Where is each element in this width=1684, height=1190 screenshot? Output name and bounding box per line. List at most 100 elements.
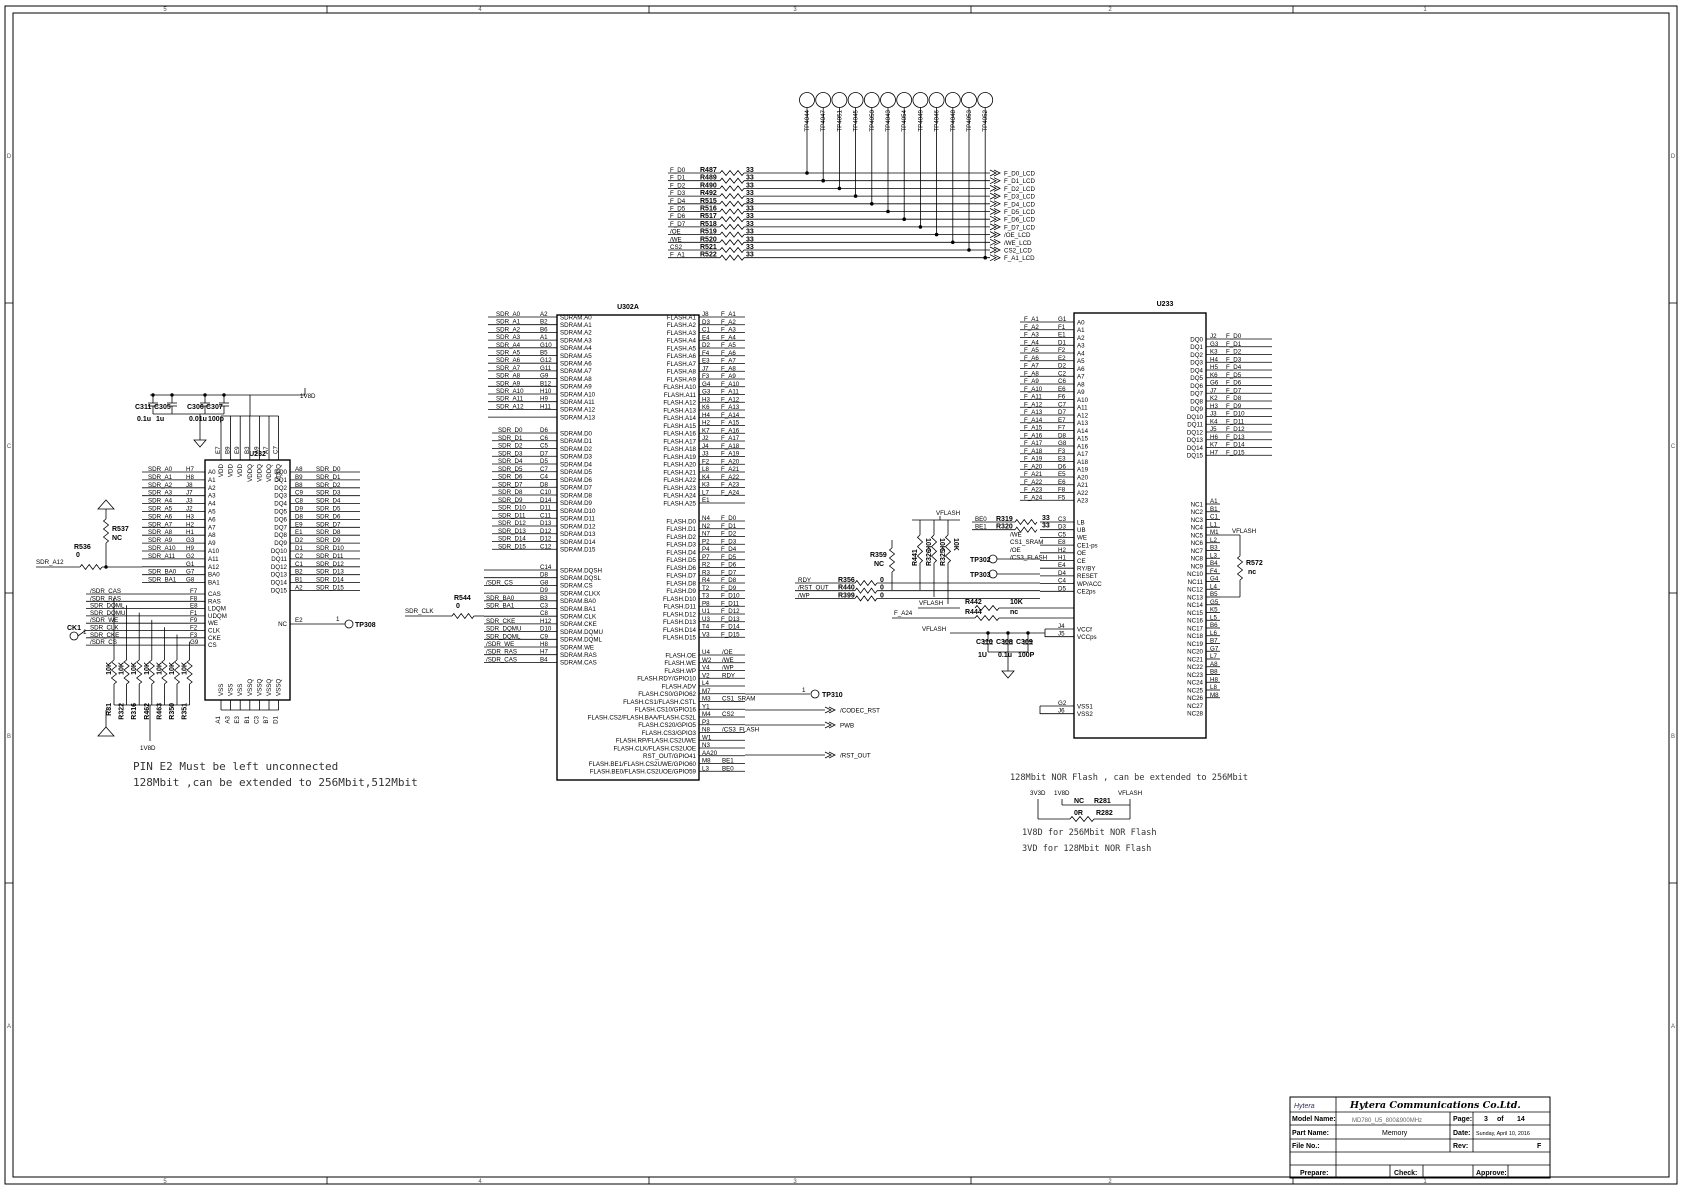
u232-ctrl-net: SDR_DQMU (90, 610, 125, 617)
u302a-sdr-data-net: SDR_D5 (498, 466, 523, 473)
u302a-sdr-ctrl-net: /SDR_WE (486, 641, 514, 648)
lcd-offpage-arrow (989, 185, 1001, 192)
u302a-sdr-data-pin-num: C10 (540, 489, 552, 496)
lcd-in-net: F_D5 (670, 206, 686, 213)
testpoint-tp4048 (944, 92, 961, 108)
lcd-out-net: F_D7_LCD (1004, 224, 1035, 231)
u233-body (1073, 312, 1207, 739)
r536-ref: R536 (74, 544, 91, 551)
u302a-flash-addr-pin-num: K4 (702, 474, 710, 481)
u233-addr-pin-num: E5 (1058, 471, 1066, 478)
pullup-value: 10K (144, 662, 151, 675)
u302a-sdr-data-net: SDR_D10 (498, 505, 526, 512)
u302a-flash-ctrl-net: /WP (722, 665, 734, 672)
u233-addr-pin-name: A12 (1077, 412, 1089, 419)
lcd-resistor-value: 33 (746, 229, 754, 236)
u233-addr-pin-name: A15 (1077, 436, 1089, 443)
u233-data-pin-name: DQ5 (1190, 375, 1203, 382)
u233-addr-net: F_A16 (1024, 432, 1043, 439)
u233-addr-net: F_A12 (1024, 401, 1043, 408)
testpoint-tp4054 (896, 92, 913, 108)
u302a-sdr-data-pin-num: D11 (540, 505, 551, 512)
u302a-flash-addr-net: F_A14 (721, 412, 740, 419)
u233-nc-pin-name: NC11 (1188, 579, 1204, 586)
rdy-row-resistor (854, 587, 878, 594)
lcd-resistor-value: 33 (746, 244, 754, 251)
u233-addr-net: F_A8 (1024, 370, 1039, 377)
lcd-resistor (719, 216, 745, 223)
u232-vss-pin-num: B7 (263, 715, 270, 723)
u302a-sdr-data-pin-num: C6 (540, 435, 548, 442)
flash-pullup-resistor (930, 534, 938, 564)
approve-label: Approve: (1476, 1170, 1507, 1177)
u302a-flash-ctrl-pin-num: L4 (702, 680, 709, 687)
testpoint-label-tp4043: TP4043 (885, 109, 892, 131)
r572-value: nc (1248, 569, 1256, 576)
lcd-in-net: F_D0 (670, 167, 686, 174)
rdy-row-ref: R356 (838, 577, 855, 584)
u232-ctrl-pin-name: CLK (208, 628, 221, 635)
u302a-sdr-ctrl-pin-name: SDRAM.DQSH (560, 567, 602, 574)
testpoint-tp4052 (977, 92, 994, 108)
vflash-net-pullups: VFLASH (936, 510, 960, 517)
u302a-sdr-data-pin-num: C4 (540, 474, 548, 481)
u302a-sdr-addr-net: SDR_A7 (496, 365, 521, 372)
u233-data-pin-name: DQ7 (1190, 391, 1203, 398)
u233-data-pin-name: DQ3 (1190, 360, 1203, 367)
u232-vss-pin-num: A3 (225, 715, 232, 723)
u233-vss-pin-num: G2 (1058, 700, 1067, 707)
u233-ctrl-pin-num: C3 (1058, 516, 1066, 523)
u232-addr-net: SDR_A0 (148, 466, 173, 473)
pullup-resistor (148, 659, 155, 685)
u302a-flash-data-pin-name: FLASH.D4 (666, 549, 696, 556)
r359-resistor (888, 547, 896, 573)
u232-ctrl-pin-num: F9 (190, 617, 198, 624)
u232-data-pin-num: C9 (295, 490, 303, 497)
u302a-flash-addr-net: F_A3 (721, 327, 736, 334)
offpage-out-net: PWB (840, 723, 854, 730)
u302a-sdr-ctrl-net: SDR_BA0 (486, 595, 515, 602)
u302a-flash-data-pin-num: P7 (702, 554, 710, 561)
u233-ctrl-pin-name: WE (1077, 535, 1087, 542)
u232-addr-pin-num: H2 (186, 521, 194, 528)
title-block: Hytera Hytera Communications Co.Ltd. Mod… (1289, 1096, 1551, 1179)
u302a-flash-data-net: F_D3 (721, 538, 737, 545)
u233-nc-pin-name: NC12 (1187, 587, 1203, 594)
u302a-flash-data-net: F_D9 (721, 585, 737, 592)
u302a-sdr-addr-pin-num: H11 (540, 403, 551, 410)
u232-nc-pin-num: E2 (295, 617, 303, 624)
u232-addr-pin-name: A7 (208, 524, 216, 531)
u302a-flash-addr-pin-num: L8 (702, 466, 709, 473)
u233-ctrl-resistor-ref: R319 (996, 516, 1013, 523)
pullup-ref: R462 (144, 703, 151, 720)
u302a-flash-data-pin-num: T3 (702, 593, 710, 600)
r544-ref: R544 (454, 595, 471, 602)
u302a-sdr-ctrl-pin-name: SDRAM.RAS (560, 652, 597, 659)
u232-addr-pin-name: A4 (208, 501, 216, 508)
u233-data-pin-num: H6 (1210, 434, 1218, 441)
u302a-flash-ctrl-pin-name: FLASH.CS10/GPIO16 (635, 707, 697, 714)
u233-addr-pin-num: C7 (1058, 401, 1066, 408)
lcd-out-net: F_D3_LCD (1004, 194, 1035, 201)
u232-ctrl-net: /SDR_CAS (90, 588, 121, 595)
tp308-testpoint (344, 619, 354, 629)
u302a-flash-addr-pin-num: D2 (702, 342, 710, 349)
u302a-sdr-data-pin-num: D7 (540, 450, 548, 457)
u302a-flash-addr-pin-num: K6 (702, 404, 710, 411)
u302a-sdr-ctrl-pin-name: SDRAM.DQMU (560, 629, 603, 636)
lcd-in-net: F_D3 (670, 190, 686, 197)
u233-addr-pin-name: A22 (1077, 490, 1089, 497)
u302a-sdr-ctrl-pin-num: D9 (540, 587, 548, 594)
u302a-sdr-ctrl-pin-name: SDRAM.CAS (560, 660, 597, 667)
u302a-sdr-addr-pin-name: SDRAM.A2 (560, 330, 592, 337)
u233-data-pin-num: J7 (1210, 387, 1217, 394)
u232-data-pin-name: DQ6 (274, 516, 287, 523)
lcd-resistor-value: 33 (746, 190, 754, 197)
u302a-flash-ctrl-net: BE0 (722, 765, 734, 772)
file-label: File No.: (1292, 1143, 1320, 1150)
u302a-sdr-data-pin-name: SDRAM.D14 (560, 539, 596, 546)
r572-ref: R572 (1246, 560, 1263, 567)
u232-nc-pin-name: NC (278, 621, 287, 628)
lcd-offpage-arrow (989, 192, 1001, 200)
